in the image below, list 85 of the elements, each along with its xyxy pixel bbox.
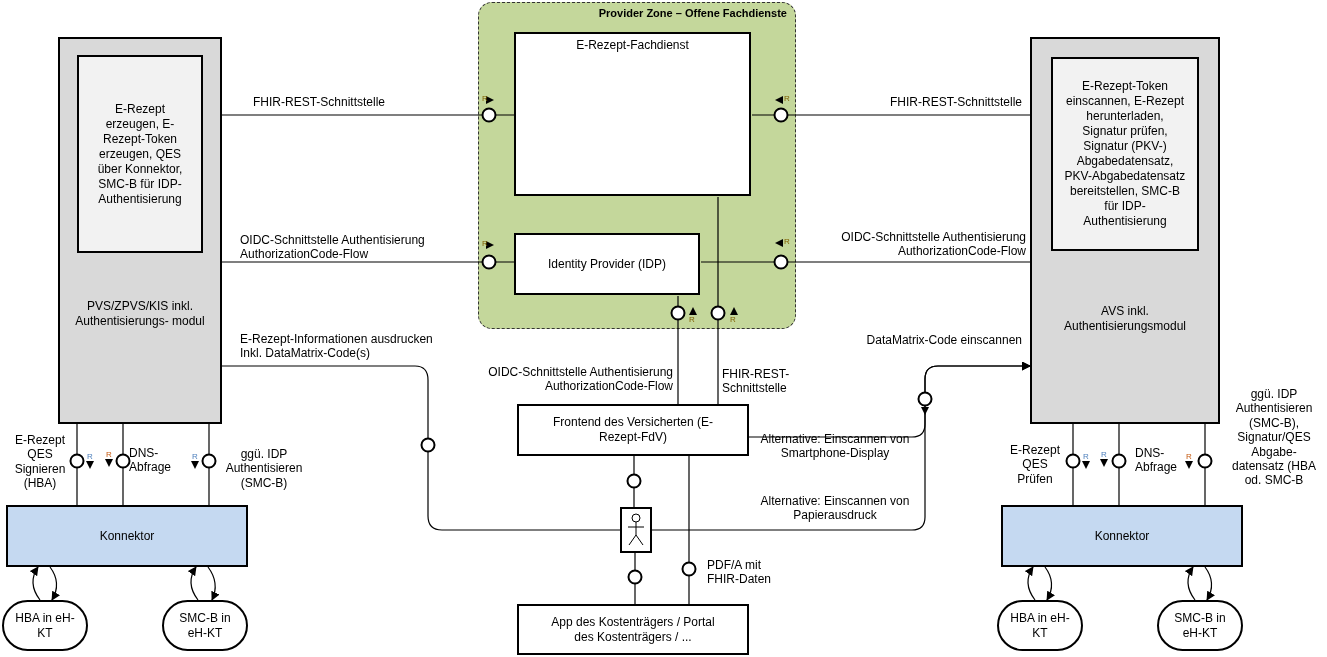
card-terminal (162, 600, 248, 651)
connector-line (221, 261, 516, 263)
arrow (49, 566, 60, 601)
connector-line (677, 295, 679, 405)
role-mark: R (192, 453, 198, 461)
role-mark: R (1101, 451, 1107, 459)
edge-label: OIDC-Schnittstelle Authentisierung AuthorizationCode-Flow (487, 365, 673, 394)
node-label: E-Rezept-Fachdienst (576, 38, 689, 53)
component-box (514, 32, 751, 196)
role-mark: R (784, 238, 790, 246)
node-label: SMC-B in eH-KT (178, 610, 232, 641)
edge-label: E-Rezept QES Signieren (HBA) (13, 433, 67, 491)
actor-box (620, 507, 652, 553)
edge-label: DNS- Abfrage (1135, 446, 1179, 475)
node-label: E-Rezept-Token einscannen, E-Rezept herunterladen, Signatur prüfen, Signatur (PKV-) Abgabedatensatz, PKV-Abgabedatensatz bereitstellen, SMC-B für IDP- Authentisierung (1063, 79, 1187, 229)
connector-line (700, 261, 1031, 263)
arrow (1044, 566, 1055, 601)
edge-label: ggü. IDP Authentisieren (SMC-B) (224, 447, 304, 491)
edge-label: Alternative: Einscannen von Papierausdruck (760, 494, 910, 523)
system-box (58, 37, 222, 424)
connector-line (633, 455, 635, 508)
edge-label: FHIR-REST- Schnittstelle (722, 367, 791, 396)
node-label: PVS/ZPVS/KIS inkl. Authentisierungs- modul (74, 299, 206, 329)
role-mark: R (106, 451, 112, 459)
edge-label: PDF/A mit FHIR-Daten (707, 558, 772, 587)
edge-label: OIDC-Schnittstelle Authentisierung AuthorizationCode-Flow (240, 233, 426, 262)
node-label: HBA in eH-KT (1010, 610, 1070, 641)
role-mark: R (1186, 453, 1192, 461)
system-box (1030, 37, 1220, 424)
connector-line (221, 114, 516, 116)
node-label: Identity Provider (IDP) (547, 256, 666, 272)
arrow (748, 361, 1031, 438)
node-label: App des Kostenträgers / Portal des Kostenträgers / ... (550, 614, 716, 645)
card-terminal (997, 600, 1083, 651)
edge-label: FHIR-REST-Schnittstelle (253, 95, 387, 110)
node-label: AVS inkl. Authentisierungsmodul (1062, 304, 1188, 334)
connector-line (1118, 423, 1120, 506)
zone-title: Provider Zone – Offene Fachdienste (598, 7, 787, 21)
connector-line (208, 423, 210, 506)
connector-line (751, 114, 1031, 116)
node-label: Konnektor (1094, 528, 1150, 544)
arrow (29, 566, 41, 601)
connector-box (6, 505, 248, 567)
card-terminal (1157, 600, 1243, 651)
connector-line (76, 423, 78, 506)
annotation-text: DataMatrix-Code einscannen (865, 333, 1022, 348)
edge-label: DNS- Abfrage (129, 446, 173, 475)
zone-area (478, 2, 796, 329)
role-mark: R (1083, 453, 1089, 461)
connector-line (122, 423, 124, 506)
node-label: Konnektor (99, 528, 155, 544)
component-box (517, 404, 749, 456)
arrow (1184, 566, 1196, 601)
role-mark: R (784, 95, 790, 103)
role-mark: R (482, 95, 488, 103)
node-label: HBA in eH-KT (15, 610, 75, 641)
connector-line (717, 196, 719, 405)
role-mark: R (87, 453, 93, 461)
connector-line (634, 552, 636, 605)
arrow (1024, 566, 1036, 601)
connector-line (221, 365, 621, 531)
edge-label: OIDC-Schnittstelle Authentisierung AuthorizationCode-Flow (840, 230, 1026, 259)
node-label: E-Rezept erzeugen, E-Rezept-Token erzeugen, QES über Konnektor, SMC-B für IDP- Authentisierung (96, 101, 184, 207)
component-box (514, 233, 700, 295)
function-box (77, 55, 203, 253)
node-label: Frontend des Versicherten (E-Rezept-FdV) (551, 415, 715, 445)
role-mark: R (730, 316, 736, 324)
node-label: SMC-B in eH-KT (1173, 610, 1227, 641)
connector-line (688, 455, 690, 605)
edge-label: ggü. IDP Authentisieren (SMC-B), Signatur/QES Abgabe- datensatz (HBA od. SMC-B (1230, 387, 1317, 488)
edge-label: E-Rezept QES Prüfen (1009, 443, 1061, 487)
role-mark: R (482, 240, 488, 248)
arrow (1204, 566, 1215, 601)
arrow (187, 566, 199, 601)
card-terminal (2, 600, 88, 651)
connector-line (1204, 423, 1206, 506)
connector-box (1001, 505, 1243, 567)
role-mark: R (689, 316, 695, 324)
function-box (1051, 57, 1199, 251)
edge-label: E-Rezept-Informationen ausdrucken Inkl. DataMatrix-Code(s) (240, 332, 434, 361)
component-box (517, 604, 749, 655)
edge-label: Alternative: Einscannen von Smartphone-Display (760, 432, 910, 461)
arrow (207, 566, 220, 601)
connector-line (1072, 423, 1074, 506)
edge-label: FHIR-REST-Schnittstelle (888, 95, 1022, 110)
